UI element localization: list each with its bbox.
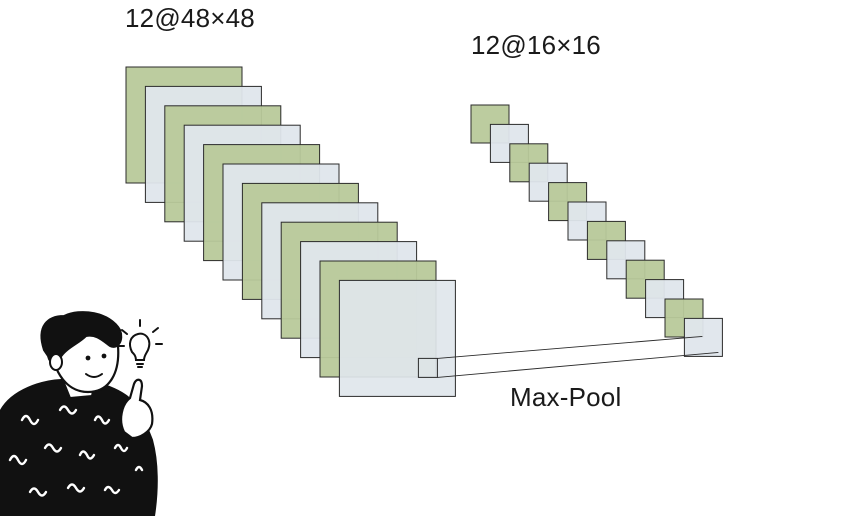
input-feature-map <box>338 279 456 397</box>
projection-line <box>437 335 703 359</box>
projection-line <box>437 351 719 378</box>
input-feature-map-stack <box>125 66 456 397</box>
person-with-lightbulb-icon <box>0 311 163 516</box>
input-dimension-label: 12@48×48 <box>125 3 255 33</box>
output-dimension-label: 12@16×16 <box>471 30 601 60</box>
pooling-projection-lines <box>437 335 719 378</box>
pooling-window <box>417 357 438 378</box>
operation-label: Max-Pool <box>510 382 622 412</box>
output-feature-map-stack <box>470 104 723 357</box>
